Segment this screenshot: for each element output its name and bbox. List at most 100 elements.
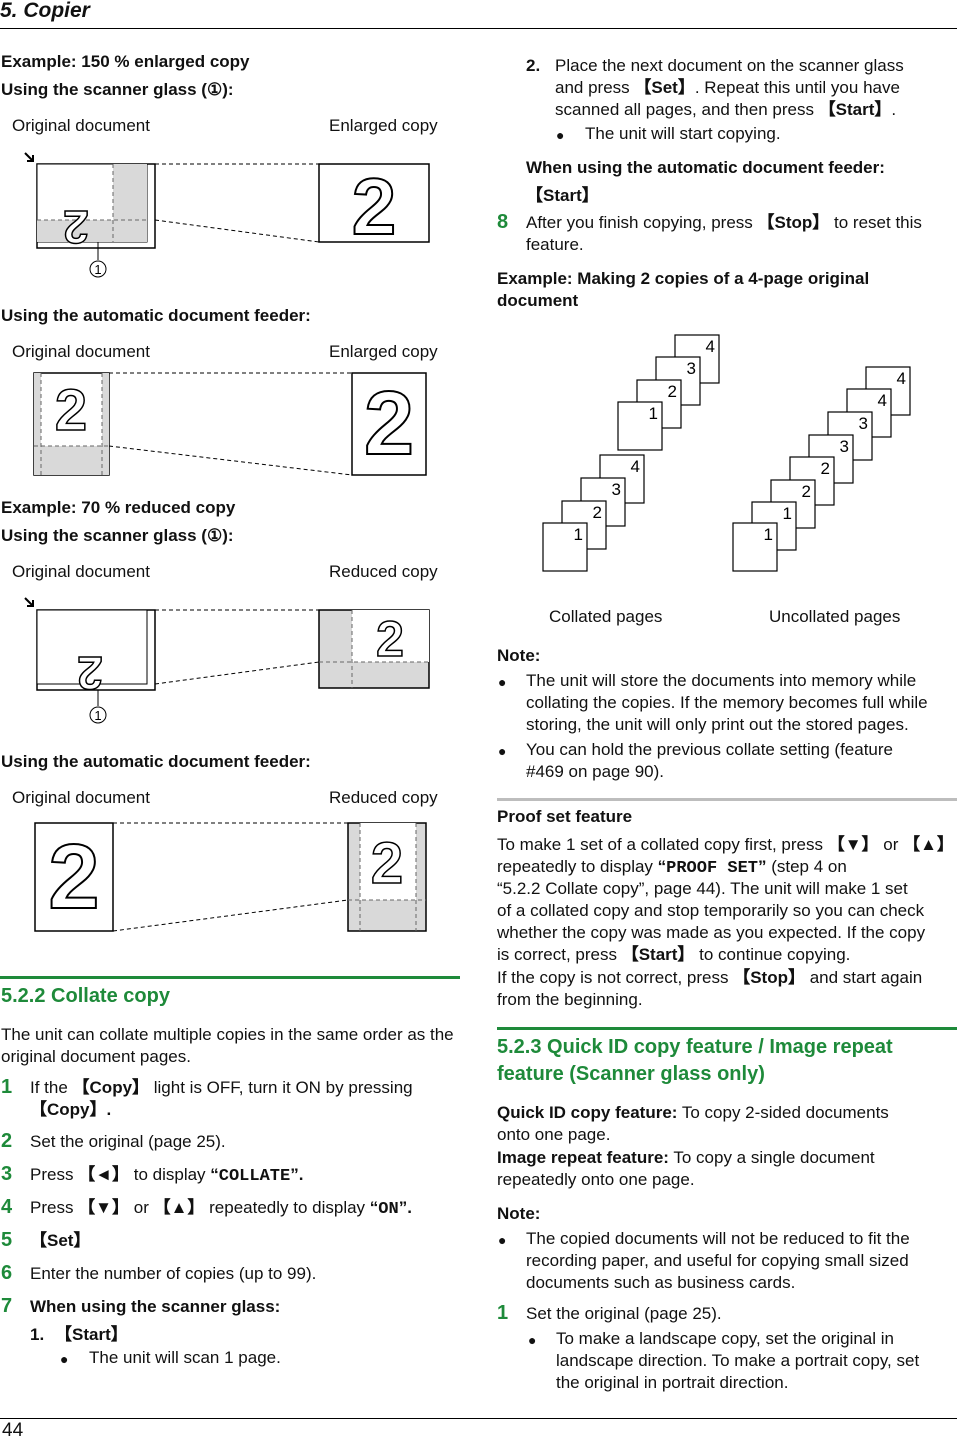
step-number: 5 [1,1229,13,1251]
step-3-text: Press 【◄】 to display “COLLATE”. [30,1165,304,1186]
scanner-glass-label: Using the scanner glass (①): [1,80,234,99]
step-6-text: Enter the number of copies (up to 99). [30,1264,317,1283]
bullet: ● [528,1332,537,1348]
note-3-line2: recording paper, and useful for copying … [526,1251,909,1270]
note-2-line1: You can hold the previous collate settin… [526,740,894,759]
substep-2-line3: scanned all pages, and then press 【Start… [555,100,897,119]
svg-text:2: 2 [48,826,99,928]
proof-line8: from the beginning. [497,990,643,1009]
svg-text:3: 3 [687,359,696,378]
svg-text:2: 2 [364,374,414,474]
proof-line1: To make 1 set of a collated copy first, … [497,835,954,854]
proof-divider [497,798,957,801]
collate-heading: 5.2.2 Collate copy [1,985,170,1007]
svg-text:2: 2 [55,378,87,443]
original-digit: 2 [63,201,89,253]
callout-marker: 1 [94,262,101,277]
proof-line5: whether the copy was made as you expecte… [497,923,926,942]
example-collate-title-2: document [497,291,579,310]
example-70-title: Example: 70 % reduced copy [1,498,236,517]
adf-start-key: 【Start】 [526,186,599,205]
svg-text:2: 2 [821,459,830,478]
adf-when-label: When using the automatic document feeder… [526,158,885,177]
quick-step-1-bullet-l2: landscape direction. To make a portrait … [556,1351,920,1370]
svg-text:1: 1 [94,708,101,723]
svg-text:4: 4 [631,457,640,476]
section-header: 5. Copier [0,0,90,22]
proof-line7: If the copy is not correct, press 【Stop】… [497,968,923,987]
proof-line3: “5.2.2 Collate copy”, page 44). The unit… [497,879,908,898]
arrow-icon [24,152,34,162]
substep-1-text: 【Start】 [55,1325,128,1344]
svg-text:2: 2 [668,382,677,401]
enlarged-copy-label-2: Enlarged copy [329,342,438,361]
svg-text:1: 1 [783,504,792,523]
note-3-line1: The copied documents will not be reduced… [526,1229,910,1248]
quick-id-heading: 5.2.3 Quick ID copy feature / Image repe… [497,1036,893,1058]
step-number: 3 [1,1163,13,1185]
image-repeat-desc: Image repeat feature: To copy a single d… [497,1148,875,1167]
collate-intro: The unit can collate multiple copies in … [1,1025,454,1066]
svg-text:1: 1 [649,404,658,423]
step-2-text: Set the original (page 25). [30,1132,226,1151]
quick-id-desc: Quick ID copy feature: To copy 2-sided d… [497,1103,889,1122]
copy-digit: 2 [352,162,397,251]
note-label-2: Note: [497,1204,541,1223]
quick-id-heading-2: feature (Scanner glass only) [497,1063,765,1085]
svg-text:2: 2 [376,611,404,667]
scanner-glass-label-2: Using the scanner glass (①): [1,526,234,545]
note-1-line3: storing, the unit will only print out th… [526,715,909,734]
quick-id-desc-2: onto one page. [497,1125,611,1144]
substep-2-line2: and press 【Set】. Repeat this until you h… [555,78,900,97]
svg-text:4: 4 [897,369,906,388]
original-document-label-4: Original document [12,788,150,807]
enlarged-copy-label: Enlarged copy [329,116,438,135]
page-number: 44 [2,1420,24,1441]
substep-1-bullet: The unit will scan 1 page. [89,1348,281,1367]
svg-text:2: 2 [802,482,811,501]
collate-illustration: 4 3 2 1 4 3 2 1 4 4 3 3 2 2 1 1 [542,334,911,572]
section-rule [0,976,460,979]
note-label: Note: [497,646,541,665]
quick-step-1-bullet-l1: To make a landscape copy, set the origin… [556,1329,894,1348]
step-number: 1 [1,1076,13,1098]
footer-divider [0,1418,957,1419]
step-1-key: 【Copy】. [30,1100,112,1119]
step-number: 4 [1,1196,13,1218]
reduced-adf-figure: 2 2 [34,822,427,932]
reduced-glass-figure: 2 1 2 [24,597,430,724]
svg-text:1: 1 [574,525,583,544]
svg-text:2: 2 [371,831,403,896]
step-number: 7 [1,1295,13,1317]
step-1-text: If the 【Copy】 light is OFF, turn it ON b… [30,1078,413,1097]
step-number: 2 [1,1130,13,1152]
svg-text:2: 2 [77,647,103,699]
enlarged-adf-figure: 2 2 [33,372,427,476]
note-1-line1: The unit will store the documents into m… [526,671,917,690]
bullet: ● [498,1232,507,1248]
reduced-copy-label-2: Reduced copy [329,788,438,807]
enlarged-glass-figure: 2 1 2 [24,152,430,278]
bullet: ● [498,743,507,759]
step-8-line2: feature. [526,235,584,254]
original-document-label-3: Original document [12,562,150,581]
adf-label-2: Using the automatic document feeder: [1,752,311,771]
substep-number: 1. [30,1325,45,1344]
step-number: 8 [497,211,509,233]
svg-text:3: 3 [612,480,621,499]
proof-line2: repeatedly to display “PROOF SET” (step … [497,857,847,878]
step-5-text: 【Set】 [30,1231,91,1250]
substep-2-line1: Place the next document on the scanner g… [555,56,904,75]
svg-text:4: 4 [706,337,715,356]
section-rule [497,1027,957,1030]
svg-text:4: 4 [878,391,887,410]
example-collate-title: Example: Making 2 copies of a 4-page ori… [497,269,870,288]
step-8-line1: After you finish copying, press 【Stop】 t… [526,213,922,232]
example-150-title: Example: 150 % enlarged copy [1,52,250,71]
quick-step-1: Set the original (page 25). [526,1304,722,1323]
step-4-text: Press 【▼】 or 【▲】 repeatedly to display “… [30,1198,412,1219]
bullet: ● [556,127,565,143]
note-2-line2: #469 on page 90). [526,762,665,781]
quick-step-1-bullet-l3: the original in portrait direction. [556,1373,789,1392]
proof-line4: of a collated copy and stop temporarily … [497,901,925,920]
